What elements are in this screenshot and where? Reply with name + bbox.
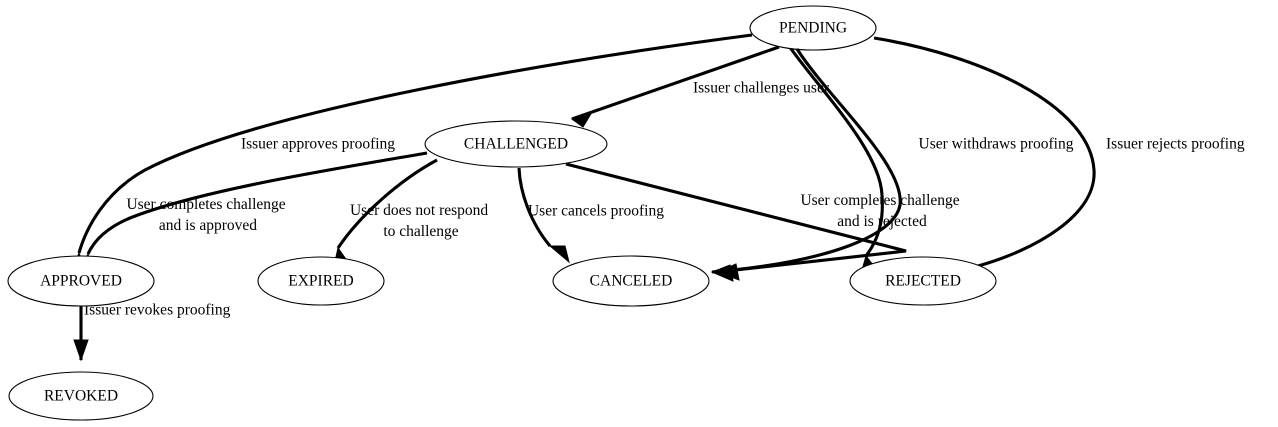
arrowhead-icon <box>73 339 89 362</box>
edge-path <box>711 48 902 274</box>
edge-challenged-approved: User completes challenge and is approved <box>77 151 428 277</box>
node-ellipse[interactable] <box>849 256 997 306</box>
edge-pending-challenged: Issuer challenges user <box>570 45 830 128</box>
edge-label-user-withdraws-proofing: User withdraws proofing <box>919 136 1074 153</box>
edge-approved-revoked: Issuer revokes proofing <box>73 302 231 362</box>
edge-label-issuer-approves-proofing: Issuer approves proofing <box>241 136 395 153</box>
edge-path <box>517 167 552 247</box>
edge-label-line2: and is approved <box>159 217 257 234</box>
edge-challenged-expired: User does not respond to challenge <box>332 158 492 271</box>
edge-label-user-does-not-respond: User does not respond to challenge <box>350 202 492 240</box>
node-pending[interactable]: PENDING <box>749 5 877 51</box>
edge-path <box>873 36 1096 268</box>
edge-label-user-completes-challenge-approved: User completes challenge and is approved <box>126 196 289 234</box>
node-label-rejected: REJECTED <box>885 273 961 290</box>
node-label-approved: APPROVED <box>40 273 122 290</box>
edge-path <box>86 151 428 255</box>
node-ellipse[interactable] <box>552 255 710 307</box>
node-revoked[interactable]: REVOKED <box>8 371 154 421</box>
edge-path <box>571 45 780 121</box>
node-label-challenged: CHALLENGED <box>464 136 568 153</box>
node-approved[interactable]: APPROVED <box>7 255 155 307</box>
edge-pending-canceled: User withdraws proofing <box>919 136 1074 153</box>
edge-label-issuer-revokes-proofing: Issuer revokes proofing <box>84 302 231 319</box>
edge-challenged-canceled: User cancels proofing <box>517 167 664 264</box>
node-ellipse[interactable] <box>749 5 877 51</box>
arrowhead-icon <box>570 111 594 128</box>
edge-label-line1: User does not respond <box>350 202 488 219</box>
node-challenged[interactable]: CHALLENGED <box>424 120 608 168</box>
edge-label-issuer-rejects-proofing: Issuer rejects proofing <box>1106 136 1245 153</box>
node-label-pending: PENDING <box>779 20 847 37</box>
edge-label-issuer-challenges-user: Issuer challenges user <box>693 80 830 97</box>
edge-label-user-completes-challenge-rejected: User completes challenge and is rejected <box>800 192 963 230</box>
edges-layer: Issuer challenges user Issuer approves p… <box>70 33 1245 362</box>
node-label-revoked: REVOKED <box>44 388 118 405</box>
node-expired[interactable]: EXPIRED <box>257 256 385 306</box>
nodes-layer: PENDING CHALLENGED APPROVED EXPIRED CANC… <box>7 5 997 421</box>
edge-label-line1: User completes challenge <box>800 192 959 209</box>
edge-path <box>565 162 907 274</box>
edge-label-line1: User completes challenge <box>126 196 285 213</box>
node-label-canceled: CANCELED <box>590 273 673 290</box>
edge-pending-canceled-path <box>710 48 902 282</box>
edge-label-line2: and is rejected <box>837 213 927 230</box>
node-canceled[interactable]: CANCELED <box>552 255 710 307</box>
node-ellipse[interactable] <box>257 256 385 306</box>
edge-path <box>77 33 753 254</box>
edge-path <box>336 158 438 249</box>
node-label-expired: EXPIRED <box>288 273 353 290</box>
node-ellipse[interactable] <box>424 120 608 168</box>
edge-path <box>787 45 884 257</box>
node-ellipse[interactable] <box>7 255 155 307</box>
arrowhead-icon <box>548 245 570 264</box>
arrowhead-icon <box>710 264 734 282</box>
node-ellipse[interactable] <box>8 371 154 421</box>
node-rejected[interactable]: REJECTED <box>849 256 997 306</box>
edge-pending-rejected-issuer: Issuer rejects proofing <box>873 36 1245 283</box>
edge-label-user-cancels-proofing: User cancels proofing <box>528 203 664 220</box>
edge-label-line2: to challenge <box>383 223 458 240</box>
